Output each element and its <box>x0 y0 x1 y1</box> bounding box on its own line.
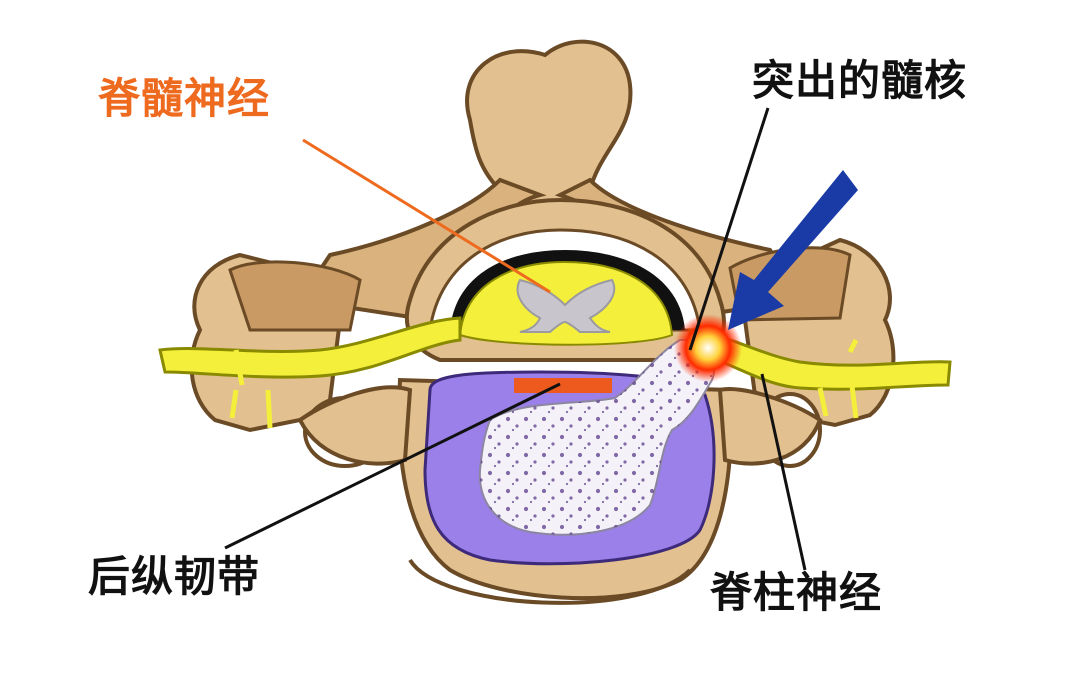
spinal-nerve-roots <box>158 316 952 429</box>
spinal-nerve-label: 脊柱神经 <box>710 568 883 617</box>
herniated-nucleus-label: 突出的髓核 <box>752 56 968 105</box>
compression-highlight <box>674 314 742 382</box>
arrow-down-left-icon <box>728 170 858 330</box>
ligament-bar <box>514 378 612 393</box>
spinal-cord-label: 脊髓神经 <box>98 74 271 123</box>
spinal-cord <box>428 228 702 346</box>
posterior-ligament-label: 后纵韧带 <box>88 552 261 601</box>
intervertebral-disc <box>423 338 716 566</box>
leader-lines <box>224 107 807 571</box>
